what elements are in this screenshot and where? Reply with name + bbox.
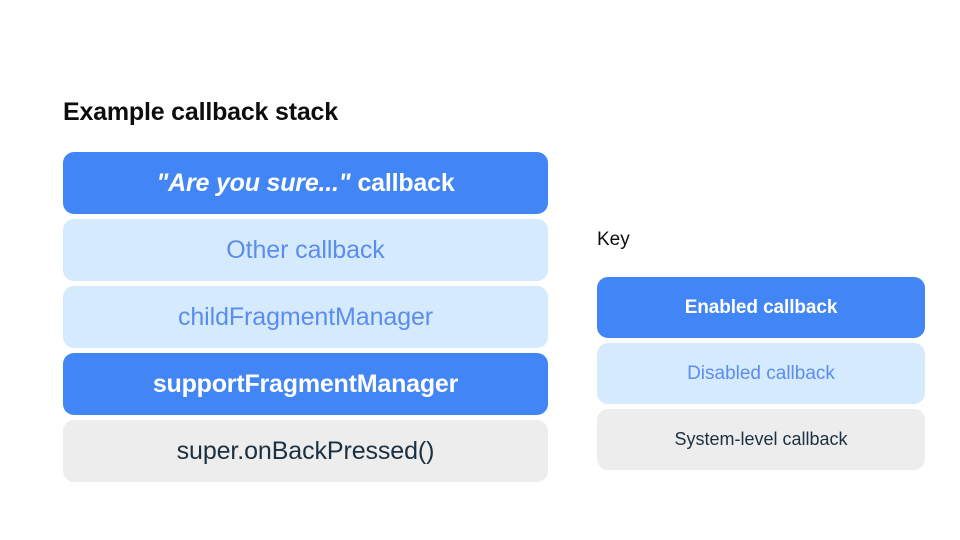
stack-row-label-plain: callback xyxy=(357,168,455,197)
stack-row-child-fragment-manager[interactable]: childFragmentManager xyxy=(63,286,548,348)
key-title: Key xyxy=(597,229,630,250)
key-item-label: System-level callback xyxy=(674,429,848,449)
stack-row-support-fragment-manager[interactable]: supportFragmentManager xyxy=(63,353,548,415)
page-title: Example callback stack xyxy=(63,98,338,126)
key-item-label: Disabled callback xyxy=(687,362,835,384)
key-item-system-level-callback: System-level callback xyxy=(597,409,925,470)
stack-row-label: super.onBackPressed() xyxy=(176,436,435,465)
key-item-enabled-callback: Enabled callback xyxy=(597,277,925,338)
stack-row-label-quoted: "Are you sure..." xyxy=(156,168,351,197)
key-item-disabled-callback: Disabled callback xyxy=(597,343,925,404)
callback-stack-section: Example callback stack "Are you sure..."… xyxy=(63,96,548,482)
key-legend-section: Key Enabled callback Disabled callback S… xyxy=(597,228,925,470)
stack-row-super-on-back-pressed[interactable]: super.onBackPressed() xyxy=(63,420,548,482)
stack-row-label: Other callback xyxy=(226,235,385,264)
key-item-label: Enabled callback xyxy=(684,296,838,318)
stack-row-label: supportFragmentManager xyxy=(152,369,459,398)
callback-stack-list: "Are you sure..."callback Other callback… xyxy=(63,152,548,482)
stack-row-other-callback[interactable]: Other callback xyxy=(63,219,548,281)
key-legend-list: Enabled callback Disabled callback Syste… xyxy=(597,277,925,470)
stack-row-are-you-sure-callback[interactable]: "Are you sure..."callback xyxy=(63,152,548,214)
stack-row-label: childFragmentManager xyxy=(177,302,434,331)
